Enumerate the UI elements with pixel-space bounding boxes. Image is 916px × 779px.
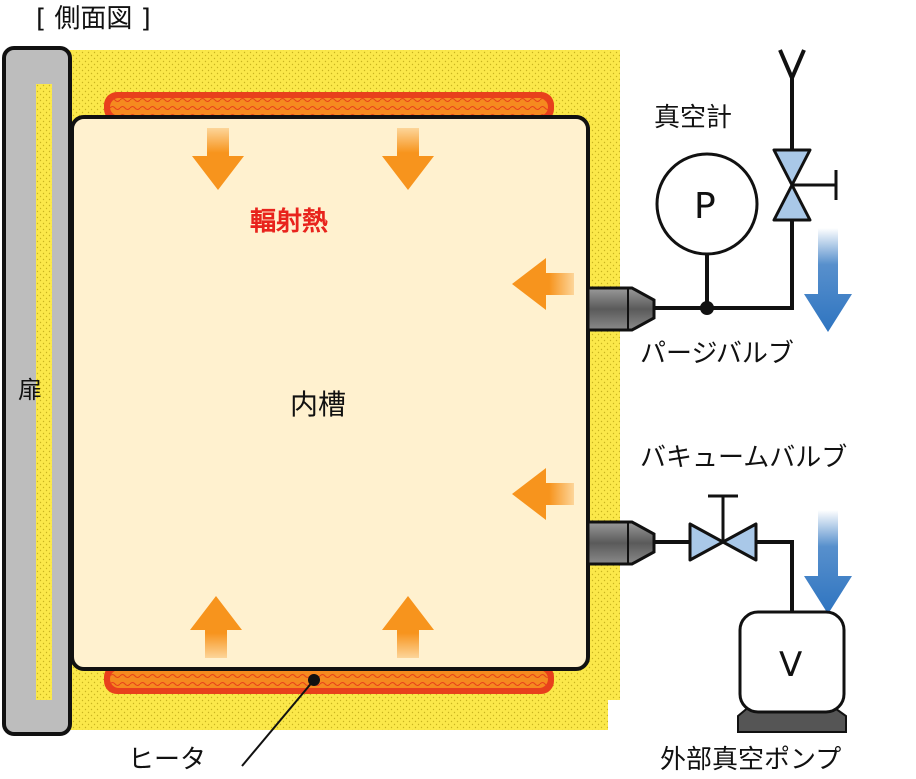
inner-chamber-label: 内槽 [290, 388, 346, 421]
vacuum-valve-label: バキュームバルブ [640, 443, 847, 473]
door [2, 46, 72, 736]
heat-arrow-icon [512, 258, 574, 310]
radiant-heat-label: 輻射熱 [250, 206, 328, 237]
external-pump-label: 外部真空ポンプ [660, 745, 841, 775]
heat-arrow-icon [382, 596, 434, 658]
heater-label: ヒータ [128, 745, 206, 775]
heater-bottom [104, 664, 554, 694]
pump-symbol: V [779, 645, 802, 685]
heat-arrow-icon [512, 468, 574, 520]
pressure-gauge-icon [655, 152, 759, 256]
gauge-symbol: P [694, 186, 716, 227]
vacuum-pump-icon [737, 610, 847, 733]
heater-top [104, 92, 554, 122]
heat-arrow-icon [382, 128, 434, 190]
valve-icon [772, 148, 838, 222]
flow-arrow-icon [804, 228, 852, 332]
view-title: [ 側面図 ] [36, 4, 151, 34]
purge-valve-label: パージバルブ [640, 339, 794, 369]
vacuum-gauge-label: 真空計 [654, 103, 732, 133]
purge-port [586, 286, 656, 332]
vacuum-port [586, 520, 656, 566]
pipe-junction [700, 301, 714, 315]
door-label: 扉 [18, 376, 42, 404]
vacuum-piping [654, 540, 794, 612]
heater-pointer [241, 674, 320, 767]
heat-arrow-icon [190, 596, 242, 658]
inner-chamber [70, 115, 590, 671]
heat-arrow-icon [192, 128, 244, 190]
valve-icon [688, 494, 758, 562]
flow-arrow-icon [804, 510, 852, 614]
